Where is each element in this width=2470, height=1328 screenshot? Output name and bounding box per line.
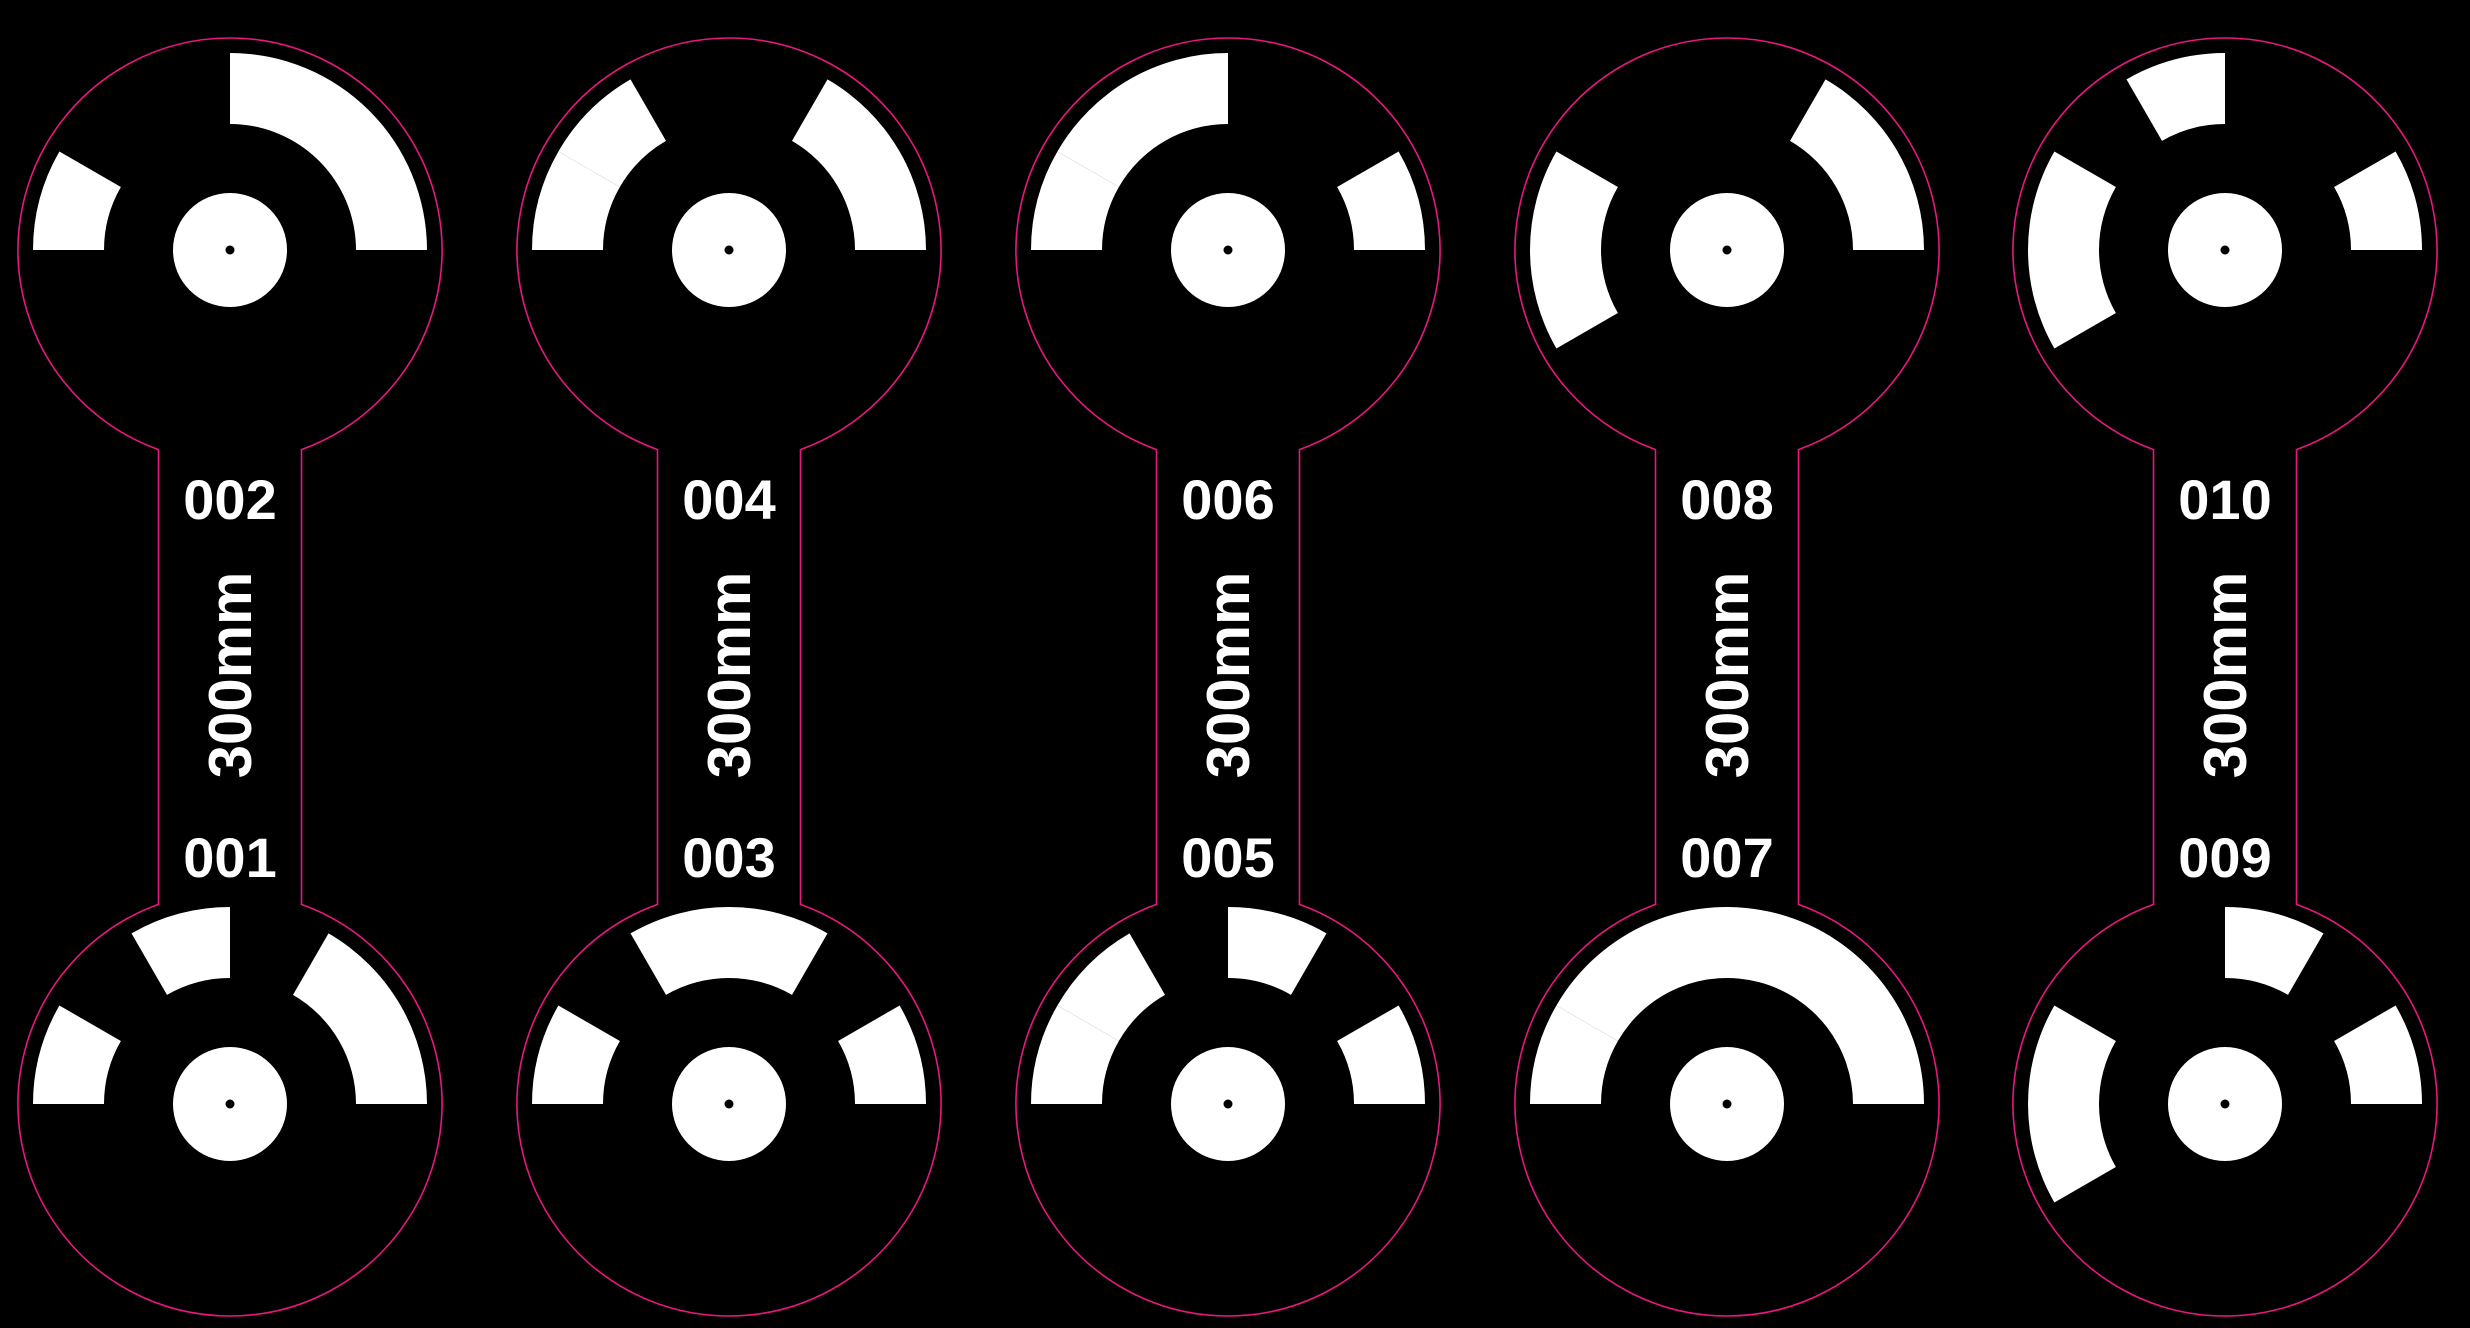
code-segment xyxy=(1228,907,1327,995)
marker-id-label-bottom: 001 xyxy=(183,826,276,889)
code-segment xyxy=(532,151,620,250)
marker-id-label-top: 008 xyxy=(1680,468,1773,531)
marker-005 xyxy=(1031,907,1425,1161)
tag-1: 002 001 300mm xyxy=(17,37,443,1317)
length-label: 300mm xyxy=(1195,572,1262,779)
marker-id-label-top: 002 xyxy=(183,468,276,531)
marker-id-label-bottom: 007 xyxy=(1680,826,1773,889)
center-dot xyxy=(724,1099,734,1109)
code-segment xyxy=(1556,906,1924,1104)
marker-001 xyxy=(33,907,427,1161)
center-dot xyxy=(1223,245,1233,255)
marker-002 xyxy=(33,53,427,307)
marker-008 xyxy=(1529,79,1924,349)
code-segment xyxy=(1031,1005,1119,1104)
code-segment xyxy=(293,933,427,1104)
marker-007 xyxy=(1530,906,1924,1161)
code-segment xyxy=(838,1005,926,1104)
code-segment xyxy=(792,79,926,250)
code-segment xyxy=(2126,53,2225,141)
length-label: 300mm xyxy=(197,572,264,779)
center-dot xyxy=(2220,245,2230,255)
marker-id-label-top: 010 xyxy=(2178,468,2271,531)
tag-outline xyxy=(516,37,942,1317)
center-dot xyxy=(2220,1099,2230,1109)
code-segment xyxy=(131,907,230,995)
code-segment xyxy=(1790,79,1924,250)
tag-5: 010 009 300mm xyxy=(2012,37,2438,1317)
marker-id-label-bottom: 005 xyxy=(1181,826,1274,889)
tag-4: 008 007 300mm xyxy=(1514,37,1940,1317)
code-segment xyxy=(2028,151,2116,349)
center-dot xyxy=(225,1099,235,1109)
code-segment xyxy=(230,53,427,250)
marker-010 xyxy=(2028,53,2422,349)
length-label: 300mm xyxy=(696,572,763,779)
center-dot xyxy=(1722,1099,1732,1109)
marker-id-label-bottom: 003 xyxy=(682,826,775,889)
code-segment xyxy=(2334,151,2422,250)
marker-006 xyxy=(1031,53,1425,307)
marker-004 xyxy=(532,79,926,307)
length-label: 300mm xyxy=(1694,572,1761,779)
marker-009 xyxy=(2028,907,2422,1203)
code-segment xyxy=(630,907,828,995)
tags-layer: 002 001 300mm 004 003 300mm 006 005 300mm 008 007 3… xyxy=(17,37,2438,1317)
tag-outline xyxy=(2012,37,2438,1317)
center-dot xyxy=(225,245,235,255)
center-dot xyxy=(724,245,734,255)
code-segment xyxy=(2028,1005,2116,1203)
marker-003 xyxy=(532,907,926,1161)
code-segment xyxy=(1031,151,1119,250)
code-segment xyxy=(1337,151,1425,250)
tag-3: 006 005 300mm xyxy=(1015,37,1441,1317)
code-segment xyxy=(33,1005,121,1104)
code-segment xyxy=(33,151,121,250)
code-segment xyxy=(558,79,666,187)
code-segment xyxy=(1057,53,1228,187)
length-label: 300mm xyxy=(2192,572,2259,779)
marker-id-label-bottom: 009 xyxy=(2178,826,2271,889)
code-segment xyxy=(2334,1005,2422,1104)
center-dot xyxy=(1722,245,1732,255)
marker-id-label-top: 004 xyxy=(682,468,775,531)
code-segment xyxy=(1337,1005,1425,1104)
code-segment xyxy=(1530,1005,1618,1104)
code-segment xyxy=(532,1005,620,1104)
marker-id-label-top: 006 xyxy=(1181,468,1274,531)
center-dot xyxy=(1223,1099,1233,1109)
code-segment xyxy=(1529,151,1618,349)
code-segment xyxy=(1057,933,1165,1041)
tag-2: 004 003 300mm xyxy=(516,37,942,1317)
code-segment xyxy=(2225,907,2324,995)
